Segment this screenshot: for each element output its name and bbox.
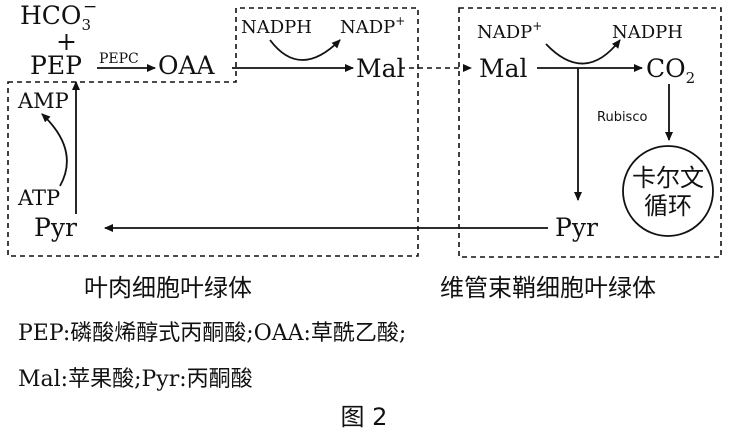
- atp-to-amp-curve-arrow: [41, 113, 68, 187]
- amp-label: AMP: [17, 89, 69, 113]
- nadp-to-nadph-curve-arrow: [545, 39, 621, 65]
- mesophyll-caption: 叶肉细胞叶绿体: [84, 274, 252, 302]
- figure-label: 图 2: [341, 403, 388, 431]
- bundle-sheath-pyr-label: Pyr: [555, 213, 598, 242]
- mesophyll-mal-label: Mal: [356, 54, 405, 83]
- atp-label: ATP: [17, 186, 60, 210]
- legend-line-2: Mal:苹果酸;Pyr:丙酮酸: [18, 367, 253, 392]
- mesophyll-nadp-superscript: +: [395, 14, 405, 28]
- calvin-cycle-label-line1: 卡尔文: [632, 164, 704, 192]
- calvin-cycle-circle: [622, 145, 714, 237]
- bundle-sheath-chloroplast-boundary: [458, 7, 722, 258]
- mesophyll-nadp-label: NADP+: [340, 14, 405, 38]
- bundle-sheath-nadp-label: NADP+: [477, 19, 542, 43]
- calvin-cycle-label-line2: 循环: [644, 192, 692, 220]
- bundle-sheath-nadp-superscript: +: [532, 19, 542, 33]
- co2-label: CO2: [646, 54, 695, 87]
- bundle-sheath-caption: 维管束鞘细胞叶绿体: [440, 274, 656, 302]
- mesophyll-chloroplast-boundary: [7, 7, 419, 257]
- bundle-sheath-mal-label: Mal: [479, 54, 528, 83]
- pepc-enzyme-label: PEPC: [99, 51, 139, 67]
- pep-label: PEP: [30, 51, 82, 80]
- oaa-label: OAA: [158, 51, 216, 80]
- hco3-superscript: −: [83, 0, 97, 17]
- mesophyll-pyr-label: Pyr: [34, 213, 77, 242]
- hco3-label: HCO3−: [20, 0, 97, 34]
- plus-sign: +: [56, 27, 77, 56]
- rubisco-enzyme-label: Rubisco: [597, 110, 647, 125]
- co2-subscript: 2: [686, 69, 696, 87]
- hco3-subscript: 3: [81, 16, 91, 34]
- legend-line-1: PEP:磷酸烯醇式丙酮酸;OAA:草酰乙酸;: [18, 321, 406, 346]
- bundle-sheath-nadph-label: NADPH: [612, 22, 683, 43]
- mesophyll-nadph-label: NADPH: [241, 17, 312, 38]
- nadph-to-nadp-curve-arrow: [269, 39, 341, 61]
